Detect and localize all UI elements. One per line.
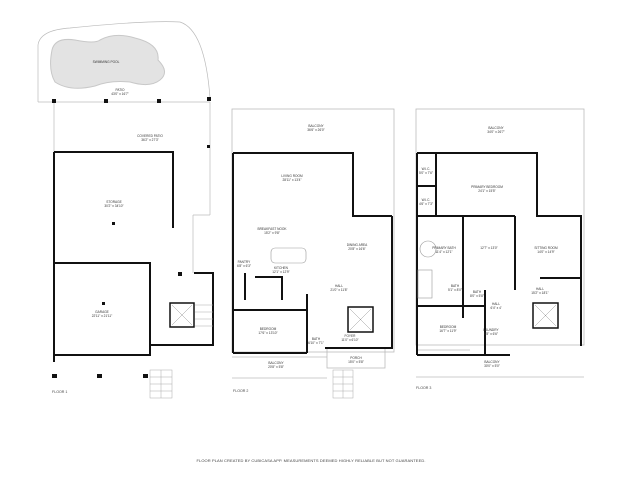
room-label-room: 12'7" x 13'0"	[480, 246, 498, 250]
floor-3-label: FLOOR 3	[416, 386, 432, 390]
floor-2-label: FLOOR 2	[233, 389, 249, 393]
room-label-wic-2: W.I.C.4'6" x 7'3"	[419, 198, 433, 206]
disclaimer-footer: FLOOR PLAN CREATED BY CUBICASA APP. MEAS…	[196, 458, 426, 463]
room-label-wic-1: W.I.C.5'0" x 7'6"	[419, 167, 433, 175]
patio-outline	[37, 21, 211, 102]
room-label-swimming-pool: SWIMMING POOL	[92, 60, 120, 64]
floor-1-label: FLOOR 1	[52, 390, 68, 394]
swimming-pool-shape	[50, 34, 165, 89]
